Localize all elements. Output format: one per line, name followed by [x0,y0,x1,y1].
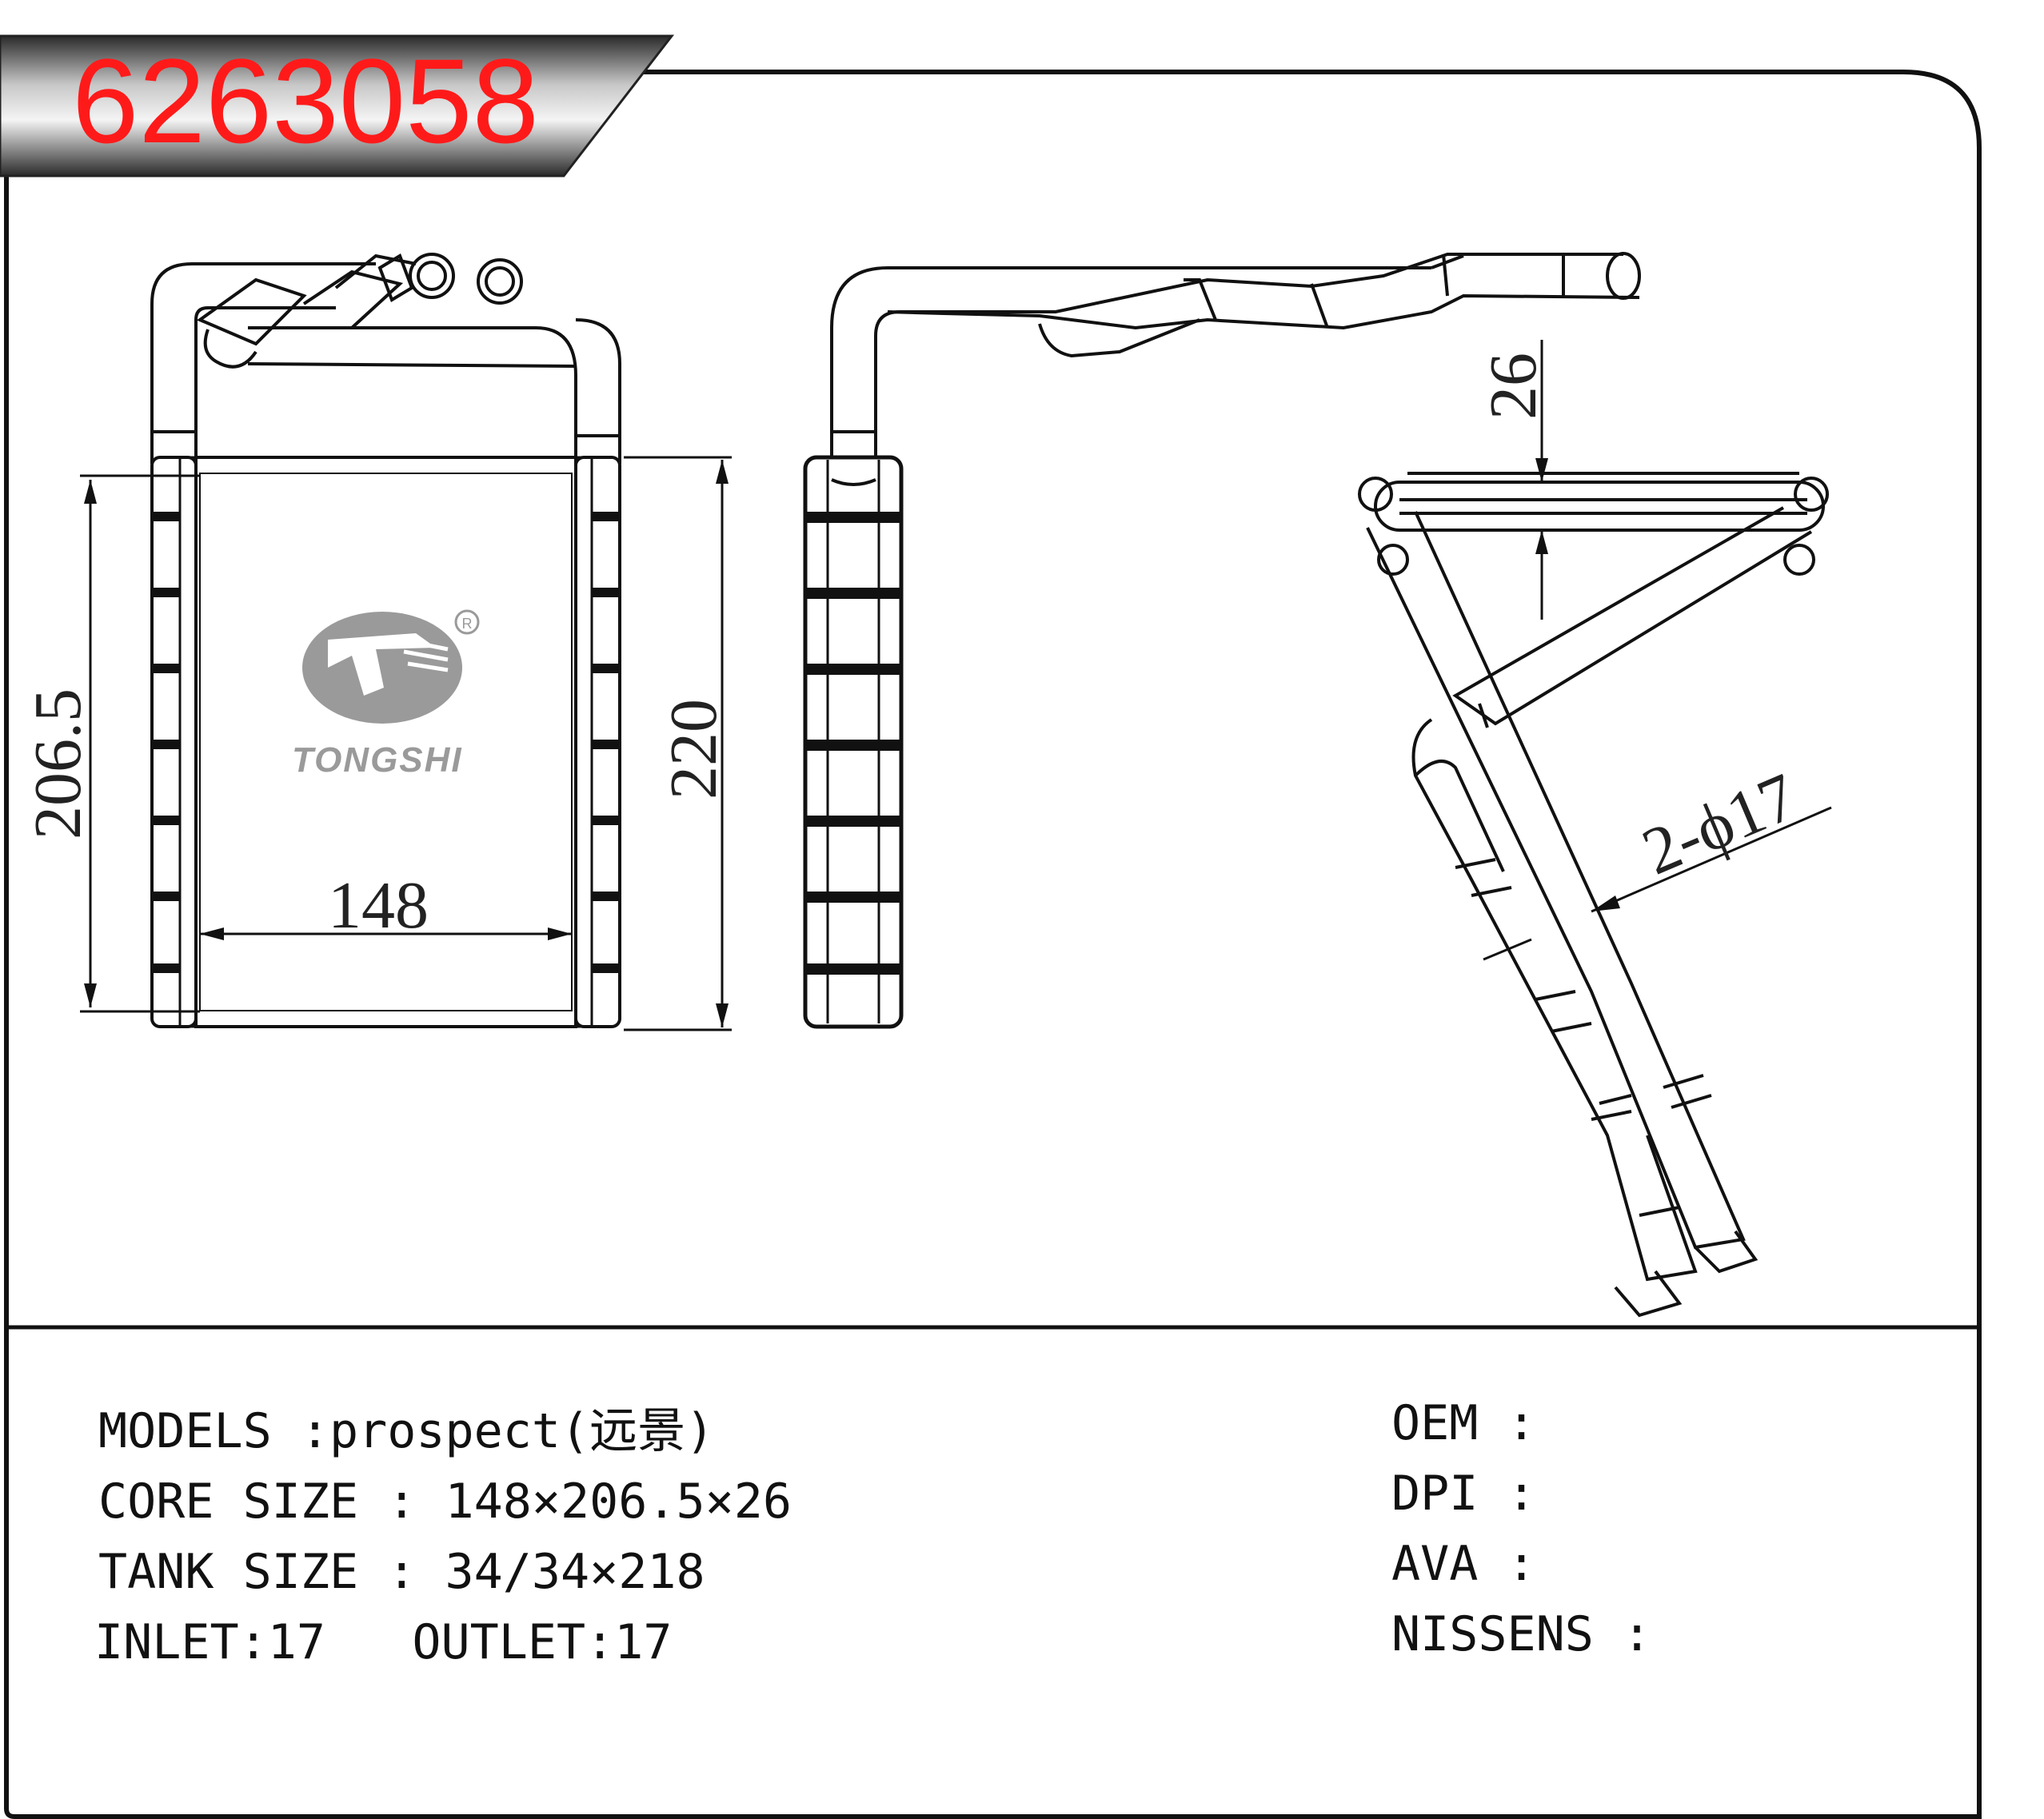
outer-frame [4,70,1982,1819]
spec-oem: OEM : [1391,1395,1536,1451]
title-banner: 6263058 [0,34,675,178]
front-pipes [150,253,621,464]
dim-core-width: 148 [200,868,572,943]
front-view: R TONGSHI 148 206.5 220 [21,253,732,1031]
dim-pipe-label: 2-ϕ17 [1632,759,1807,889]
top-pipes [1366,506,1813,1318]
dim-depth: 26 [1476,340,1551,620]
dim-overall-height-label: 220 [657,699,731,800]
side-pipes [830,252,1641,486]
brand-name: TONGSHI [292,740,463,780]
right-tank-inner [574,456,593,1028]
dim-core-height: 206.5 [21,474,200,1013]
spec-models: MODELS :prospect(远景) [98,1403,714,1459]
top-view: 26 2-ϕ17 [1358,340,1832,1318]
spec-ava: AVA : [1391,1536,1536,1592]
spec-nissens: NISSENS : [1391,1606,1651,1662]
spec-inlet-outlet: INLET:17 OUTLET:17 [94,1614,672,1670]
core-inner [199,473,573,1011]
dim-overall-height: 220 [624,456,732,1031]
side-ribs [805,512,901,975]
side-view [803,252,1641,1029]
registered-mark: R [462,616,473,632]
dim-core-width-label: 148 [328,868,429,943]
specs-left: MODELS :prospect(远景) CORE SIZE : 148×206… [94,1403,792,1670]
specs-right: OEM : DPI : AVA : NISSENS : [1391,1395,1651,1662]
part-number: 6263058 [72,34,539,168]
dim-depth-label: 26 [1476,353,1551,420]
dim-core-height-label: 206.5 [21,688,95,840]
core [194,456,577,1028]
tank-ribs [152,512,620,973]
spec-dpi: DPI : [1391,1466,1536,1522]
top-core [1358,472,1829,576]
spec-tank-size: TANK SIZE : 34/34×218 [98,1544,705,1600]
spec-core-size: CORE SIZE : 148×206.5×26 [98,1474,792,1530]
left-tank-inner [178,456,198,1028]
dim-pipe: 2-ϕ17 [1483,759,1832,961]
registered-icon [454,609,480,635]
brand-logo: R TONGSHI [292,609,480,780]
